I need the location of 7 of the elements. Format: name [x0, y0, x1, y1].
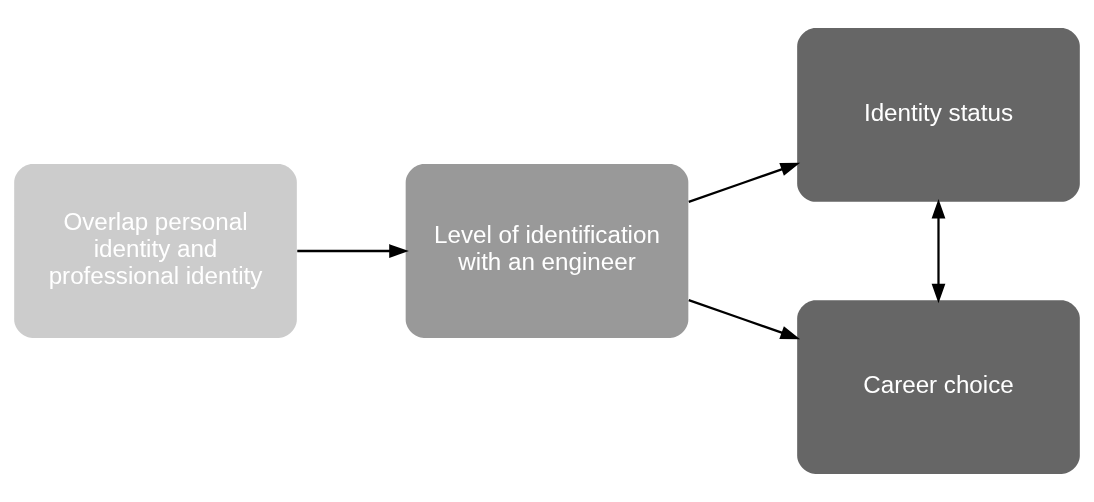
- arrow: [931, 198, 946, 304]
- arrow: [688, 299, 801, 340]
- node-box: Career choice: [797, 300, 1080, 474]
- node-box: Identity status: [797, 28, 1080, 202]
- arrow: [297, 244, 409, 258]
- arrow: [688, 162, 801, 203]
- node-box: Level of identification with an engineer: [405, 164, 689, 338]
